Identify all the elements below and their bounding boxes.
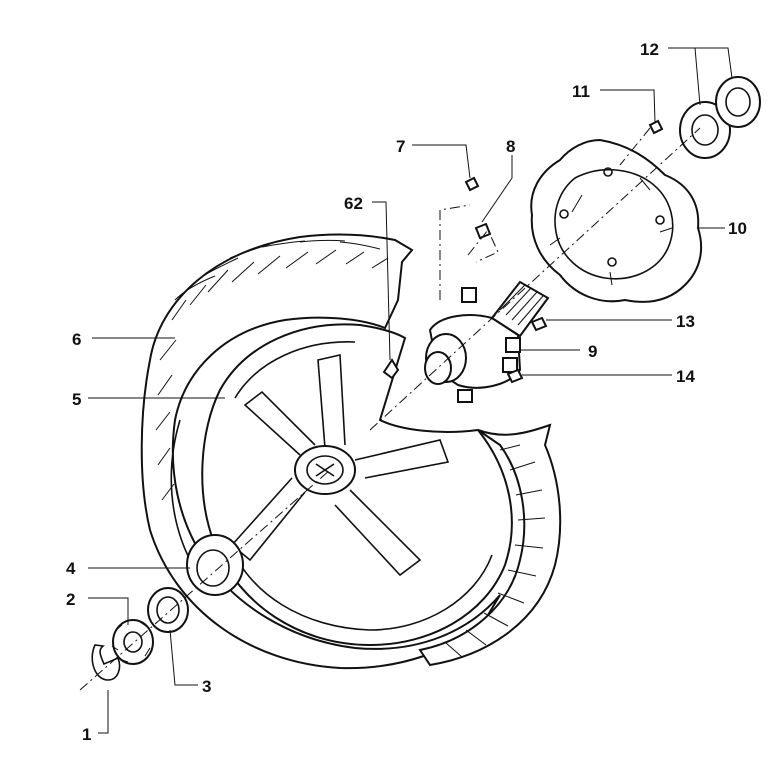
callout-8: 8: [506, 137, 515, 156]
callout-4: 4: [66, 559, 76, 578]
callout-12: 12: [640, 40, 659, 59]
bearings: [679, 76, 761, 159]
callout-62: 62: [344, 194, 363, 213]
brake-disc: [530, 138, 703, 303]
wheel-rim: [201, 323, 513, 647]
callout-13: 13: [676, 312, 695, 331]
callout-9: 9: [588, 342, 597, 361]
callout-2: 2: [66, 590, 75, 609]
spacer: [186, 534, 244, 596]
hub-carrier: [424, 280, 550, 403]
callout-5: 5: [72, 390, 81, 409]
callouts: 1 2 3 4 5 6 7 8 9 10 11 12 13 14 62: [66, 40, 747, 744]
small-fasteners: [382, 119, 664, 384]
callout-3: 3: [202, 677, 211, 696]
callout-14: 14: [676, 367, 695, 386]
nut: [111, 619, 154, 665]
callout-10: 10: [728, 219, 747, 238]
callout-7: 7: [396, 137, 405, 156]
callout-1: 1: [82, 725, 91, 744]
callout-11: 11: [572, 82, 590, 101]
axis-lines: [79, 127, 701, 691]
leader-lines: [88, 47, 733, 734]
split-pin: [91, 644, 121, 681]
washer: [147, 587, 189, 633]
callout-6: 6: [72, 330, 81, 349]
